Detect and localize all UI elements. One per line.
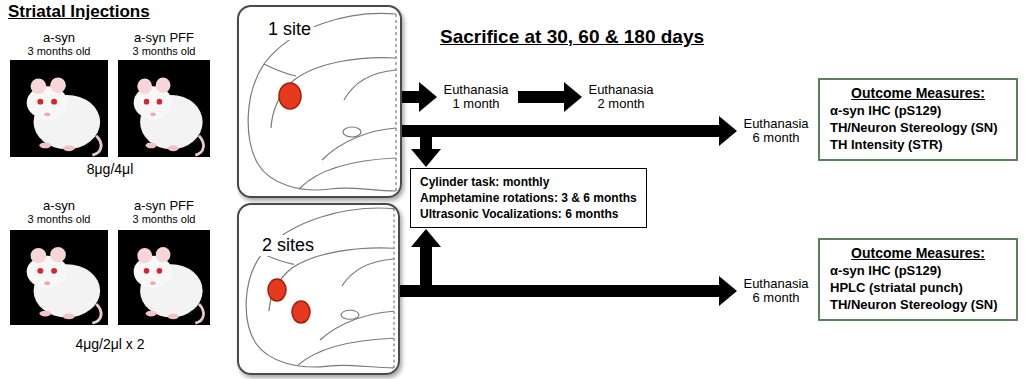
- group-label: a-syn PFF: [134, 198, 194, 213]
- node-text: TH Intensity (STR): [830, 136, 1006, 153]
- node-text: 1 site: [265, 19, 314, 40]
- node-text: Euthanasia 1 month: [440, 83, 512, 111]
- rat-photo: [10, 60, 108, 157]
- node-text: Euthanasia 6 month: [740, 277, 812, 305]
- node-text: TH/Neuron Stereology (SN): [830, 119, 1006, 136]
- flow-arrow: [402, 82, 437, 112]
- flow-arrow: [400, 229, 441, 291]
- arrow-head: [719, 116, 737, 146]
- rat-photo: [118, 60, 210, 157]
- flow-arrow: [402, 131, 441, 167]
- flow-arrow: [400, 276, 737, 306]
- node-text: Euthanasia 2 month: [585, 83, 657, 111]
- timepoint-text: Euthanasia 2 month: [585, 83, 657, 111]
- age-label: 3 months old: [133, 45, 196, 58]
- injection-site: [268, 279, 286, 301]
- arrow-head: [411, 149, 441, 167]
- arrow-shaft: [402, 125, 720, 137]
- node-text: TH/Neuron Stereology (SN): [830, 296, 1006, 313]
- timepoint-text: Euthanasia 6 month: [740, 277, 812, 305]
- group-label: a-syn PFF: [134, 30, 194, 45]
- arrow-shaft: [400, 246, 426, 291]
- rat-photo: [10, 230, 108, 325]
- flow-arrow: [518, 82, 582, 112]
- node-text: HPLC (striatal punch): [830, 279, 1006, 296]
- node-text: Outcome Measures:: [830, 84, 1006, 102]
- group-label: a-syn: [43, 30, 75, 45]
- node-text: Amphetamine rotations: 3 & 6 months: [420, 190, 637, 206]
- arrow-shaft: [402, 91, 420, 103]
- timeline-heading: Sacrifice at 30, 60 & 180 days: [440, 26, 704, 47]
- node-text: Cylinder task: monthly: [420, 174, 637, 190]
- behavior-box: Cylinder task: monthlyAmphetamine rotati…: [410, 168, 647, 228]
- age-label: 3 months old: [28, 45, 91, 58]
- node-text: α-syn IHC (pS129): [830, 262, 1006, 279]
- arrow-shaft: [518, 91, 565, 103]
- dose-label: 8μg/4μl: [87, 161, 134, 177]
- arrow-head: [419, 82, 437, 112]
- node-text: 2 sites: [259, 235, 317, 256]
- flow-arrow: [402, 116, 737, 146]
- node-text: Euthanasia 6 month: [740, 117, 812, 145]
- injection-site-box: 1 site: [237, 5, 402, 198]
- arrow-head: [411, 229, 441, 247]
- brain-section: [246, 208, 394, 368]
- arrow-head: [564, 82, 582, 112]
- age-label: 3 months old: [28, 213, 91, 226]
- age-label: 3 months old: [133, 213, 196, 226]
- rat-photo: [118, 230, 210, 325]
- timepoint-text: Euthanasia 6 month: [740, 117, 812, 145]
- section-heading: Striatal Injections: [8, 2, 150, 21]
- node-text: Ultrasonic Vocalizations: 6 months: [420, 206, 637, 222]
- arrow-head: [719, 276, 737, 306]
- node-text: α-syn IHC (pS129): [830, 102, 1006, 119]
- injection-site: [279, 83, 301, 109]
- arrow-shaft: [402, 131, 426, 150]
- group-label: a-syn: [43, 198, 75, 213]
- timepoint-text: Euthanasia 1 month: [440, 83, 512, 111]
- arrow-shaft: [400, 285, 720, 297]
- dose-label: 4μg/2μl x 2: [75, 336, 144, 352]
- injection-site: [292, 301, 310, 323]
- outcome-box: Outcome Measures:α-syn IHC (pS129)HPLC (…: [818, 238, 1018, 321]
- injection-site-box: 2 sites: [237, 203, 400, 375]
- outcome-box: Outcome Measures:α-syn IHC (pS129)TH/Neu…: [818, 78, 1018, 161]
- brain-section: [248, 13, 396, 191]
- node-text: Outcome Measures:: [830, 244, 1006, 262]
